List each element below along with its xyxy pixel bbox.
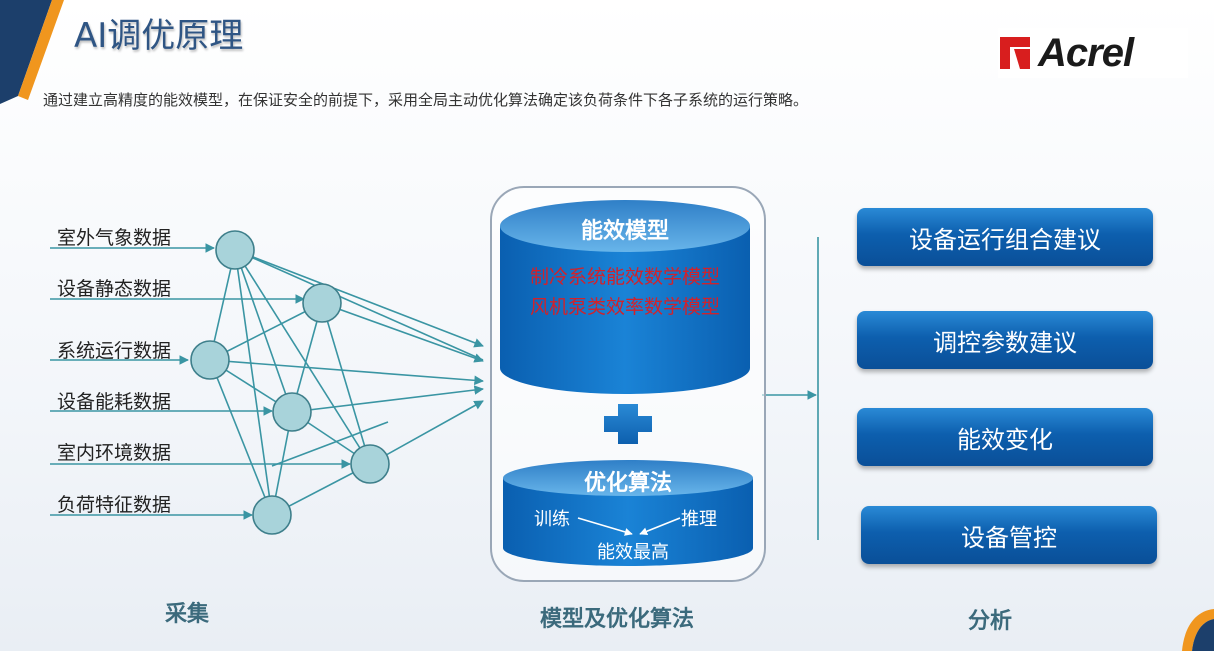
train-arrow [577,517,633,536]
energy-model-line-1: 制冷系统能效数学模型 [529,266,720,288]
section-label-analysis: 分析 [968,609,1013,634]
output-box-efficiency-change: 能效变化 [857,408,1153,466]
energy-model-title: 能效模型 [580,219,669,244]
corner-decoration-bottom-right [1182,609,1214,651]
infer-label: 推理 [681,509,717,530]
section-label-collect: 采集 [165,602,210,627]
plus-icon [604,404,652,444]
acrel-logo-mark-icon [1000,37,1030,69]
network-node-5 [350,444,390,484]
output-box-combination: 设备运行组合建议 [857,208,1153,266]
input-label-indoor-environment: 室内环境数据 [57,442,172,464]
input-label-equipment-static: 设备静态数据 [57,278,172,300]
section-label-model: 模型及优化算法 [540,607,695,632]
page-title: AI调优原理 [74,16,244,56]
network-node-3 [190,340,230,380]
train-label: 训练 [534,509,570,530]
infer-arrow [639,517,681,536]
network-node-1 [215,230,255,270]
energy-model-line-2: 风机泵类效率数学模型 [529,296,720,318]
corner-decoration-top-left [0,0,64,104]
subtitle: 通过建立高精度的能效模型，在保证安全的前提下，采用全局主动优化算法确定该负荷条件… [43,91,809,109]
optimization-algorithm-title: 优化算法 [583,471,672,496]
network-node-4 [272,392,312,432]
output-label: 设备运行组合建议 [909,225,1101,254]
optimization-algorithm-cylinder [503,460,753,566]
output-box-parameters: 调控参数建议 [857,311,1153,369]
network-node-6 [252,495,292,535]
output-box-equipment-control: 设备管控 [861,506,1157,564]
logo-text: Acrel [1038,30,1134,75]
output-label: 能效变化 [957,425,1053,454]
output-label: 调控参数建议 [933,328,1077,357]
input-label-energy-consumption: 设备能耗数据 [57,391,172,413]
input-label-weather: 室外气象数据 [57,227,172,249]
network-node-2 [302,283,342,323]
acrel-logo: Acrel [998,28,1188,78]
energy-model-cylinder [500,200,750,394]
output-label: 设备管控 [961,523,1057,552]
input-label-load-characteristics: 负荷特征数据 [57,494,172,516]
max-efficiency-label: 能效最高 [597,542,669,563]
input-label-system-operation: 系统运行数据 [57,340,172,362]
